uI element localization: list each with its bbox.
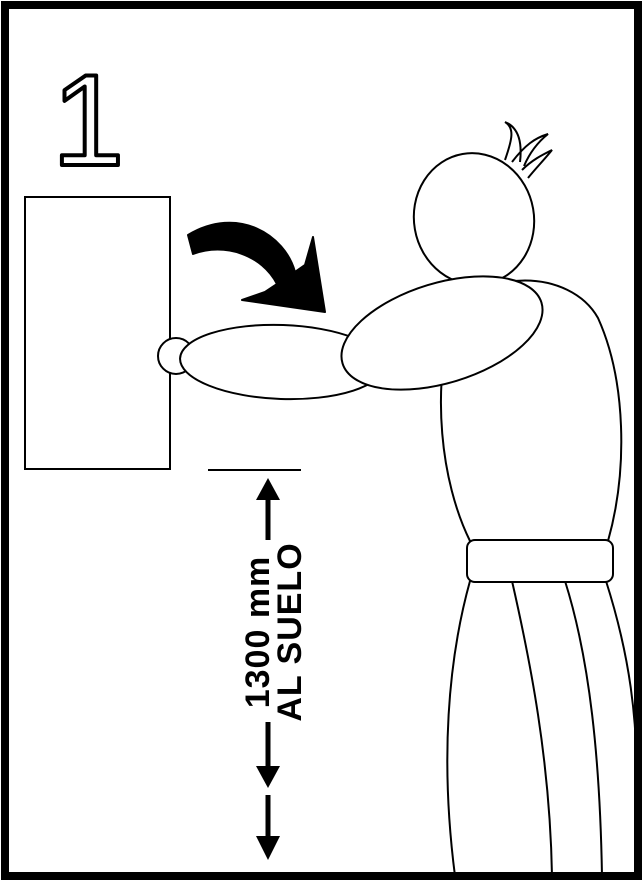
- step-number: 1: [52, 47, 124, 193]
- wall-device: [25, 197, 170, 469]
- belt: [467, 540, 613, 582]
- height-reference-label: AL SUELO: [271, 542, 309, 721]
